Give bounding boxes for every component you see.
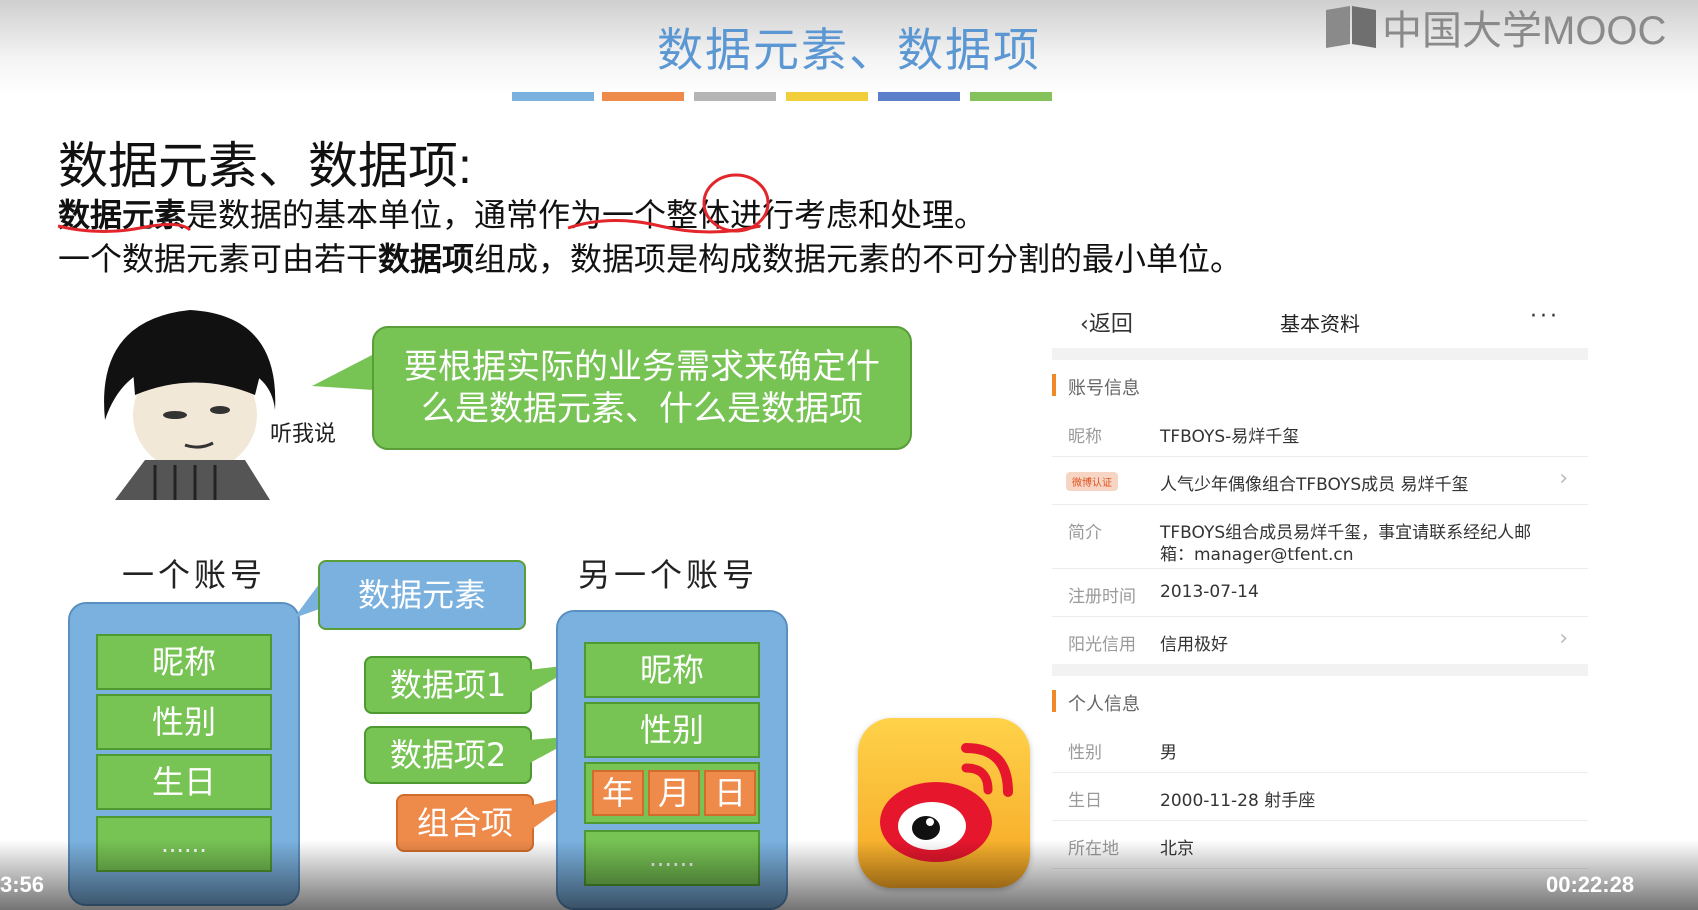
intro-key: 简介 (1068, 523, 1102, 543)
stripe-orange (602, 92, 684, 101)
credit-value: 信用极好 (1160, 635, 1228, 655)
register-key: 注册时间 (1068, 587, 1136, 607)
birthday-value: 2000-11-28 射手座 (1160, 791, 1316, 811)
register-value: 2013-07-14 (1160, 582, 1259, 602)
definition-line-1: 数据元素是数据的基本单位，通常作为一个整体进行考虑和处理。 (58, 190, 986, 236)
stripe-darkblue (878, 92, 960, 101)
bubble-tail (312, 354, 374, 390)
term-data-item: 数据项 (378, 241, 475, 277)
back-button[interactable]: ‹返回 (1080, 306, 1133, 338)
player-control-overlay (0, 840, 1698, 910)
slide-header-background (0, 0, 1698, 95)
birthday-key: 生日 (1068, 791, 1102, 811)
divider (1052, 664, 1588, 676)
listen-label: 听我说 (270, 422, 337, 447)
account-1-item: 性别 (96, 694, 272, 750)
profile-nav-bar: ‹返回 基本资料 ··· (1052, 296, 1588, 348)
section-marker (1052, 690, 1056, 712)
callout-data-item-1: 数据项1 (364, 656, 532, 714)
callout-data-item-2: 数据项2 (364, 726, 532, 784)
date-part-day: 日 (704, 770, 756, 816)
elapsed-time: 3:56 (0, 872, 45, 897)
gender-key: 性别 (1068, 743, 1102, 763)
section-personal-info: 个人信息 (1052, 676, 1588, 724)
stripe-gray (694, 92, 776, 101)
stripe-blue (512, 92, 594, 101)
nickname-key: 昵称 (1068, 427, 1102, 447)
section-account-info: 账号信息 (1052, 360, 1588, 408)
account-1-item: 昵称 (96, 634, 272, 690)
stripe-yellow (786, 92, 868, 101)
row-birthday: 生日 2000-11-28 射手座 (1052, 772, 1588, 821)
intro-value-line-2: 箱：manager@tfent.cn (1160, 545, 1354, 565)
section-heading: 数据元素、数据项: (58, 138, 472, 194)
callout-data-element: 数据元素 (318, 560, 526, 630)
gender-value: 男 (1160, 743, 1177, 763)
row-register-time: 注册时间 2013-07-14 (1052, 568, 1588, 617)
account-2-item: 性别 (584, 702, 760, 758)
account-1-item: 生日 (96, 754, 272, 810)
section-personal-label: 个人信息 (1068, 694, 1140, 715)
slide-title: 数据元素、数据项 (657, 23, 1041, 77)
total-duration: 00:22:28 (1546, 872, 1635, 897)
date-part-month: 月 (648, 770, 700, 816)
definition-line-2: 一个数据元素可由若干数据项组成，数据项是构成数据元素的不可分割的最小单位。 (58, 234, 1242, 280)
date-part-year: 年 (592, 770, 644, 816)
date-combo-item: 年 月 日 (584, 762, 760, 824)
divider (1052, 348, 1588, 360)
row-credit[interactable]: 阳光信用 信用极好 › (1052, 616, 1588, 665)
nickname-value: TFBOYS-易烊千玺 (1160, 427, 1300, 447)
back-label: 返回 (1088, 312, 1133, 337)
profile-title: 基本资料 (1280, 312, 1360, 336)
section-account-label: 账号信息 (1068, 378, 1140, 399)
account-2-label: 另一个账号 (578, 556, 759, 594)
bubble-line-1: 要根据实际的业务需求来确定什 (404, 347, 880, 387)
bubble-line-2: 么是数据元素、什么是数据项 (421, 389, 863, 429)
row-nickname: 昵称 TFBOYS-易烊千玺 (1052, 408, 1588, 457)
speech-bubble: 要根据实际的业务需求来确定什 么是数据元素、什么是数据项 (372, 326, 912, 450)
term-data-element: 数据元素 (58, 197, 187, 233)
profile-panel: ‹返回 基本资料 ··· 账号信息 昵称 TFBOYS-易烊千玺 微博认证 人气… (1052, 296, 1588, 876)
chevron-right-icon: › (1559, 466, 1568, 491)
logo-text: 中国大学MOOC (1382, 9, 1667, 53)
mooc-logo: 中国大学MOOC (1322, 2, 1666, 53)
row-intro: 简介 TFBOYS组合成员易烊千玺，事宜请联系经纪人邮 箱：manager@tf… (1052, 504, 1588, 569)
chevron-left-icon: ‹ (1080, 312, 1089, 337)
definition-line-2-b: 组成，数据项是构成数据元素的不可分割的最小单位。 (474, 241, 1243, 277)
weibo-verify-badge: 微博认证 (1066, 472, 1118, 491)
stripe-green (970, 92, 1052, 101)
meme-face-icon (104, 310, 276, 500)
definition-line-2-a: 一个数据元素可由若干 (58, 241, 379, 277)
intro-value-line-1: TFBOYS组合成员易烊千玺，事宜请联系经纪人邮 (1160, 523, 1532, 543)
account-1-label: 一个账号 (122, 556, 267, 594)
credit-key: 阳光信用 (1068, 635, 1136, 655)
chevron-right-icon: › (1559, 626, 1568, 651)
row-gender: 性别 男 (1052, 724, 1588, 773)
row-verification[interactable]: 微博认证 人气少年偶像组合TFBOYS成员 易烊千玺 › (1052, 456, 1588, 505)
more-options-button[interactable]: ··· (1530, 304, 1560, 329)
verify-value: 人气少年偶像组合TFBOYS成员 易烊千玺 (1160, 475, 1469, 495)
section-marker (1052, 374, 1056, 396)
account-2-item: 昵称 (584, 642, 760, 698)
book-icon (1326, 6, 1376, 48)
definition-line-1-text: 是数据的基本单位，通常作为一个整体进行考虑和处理。 (186, 197, 987, 233)
